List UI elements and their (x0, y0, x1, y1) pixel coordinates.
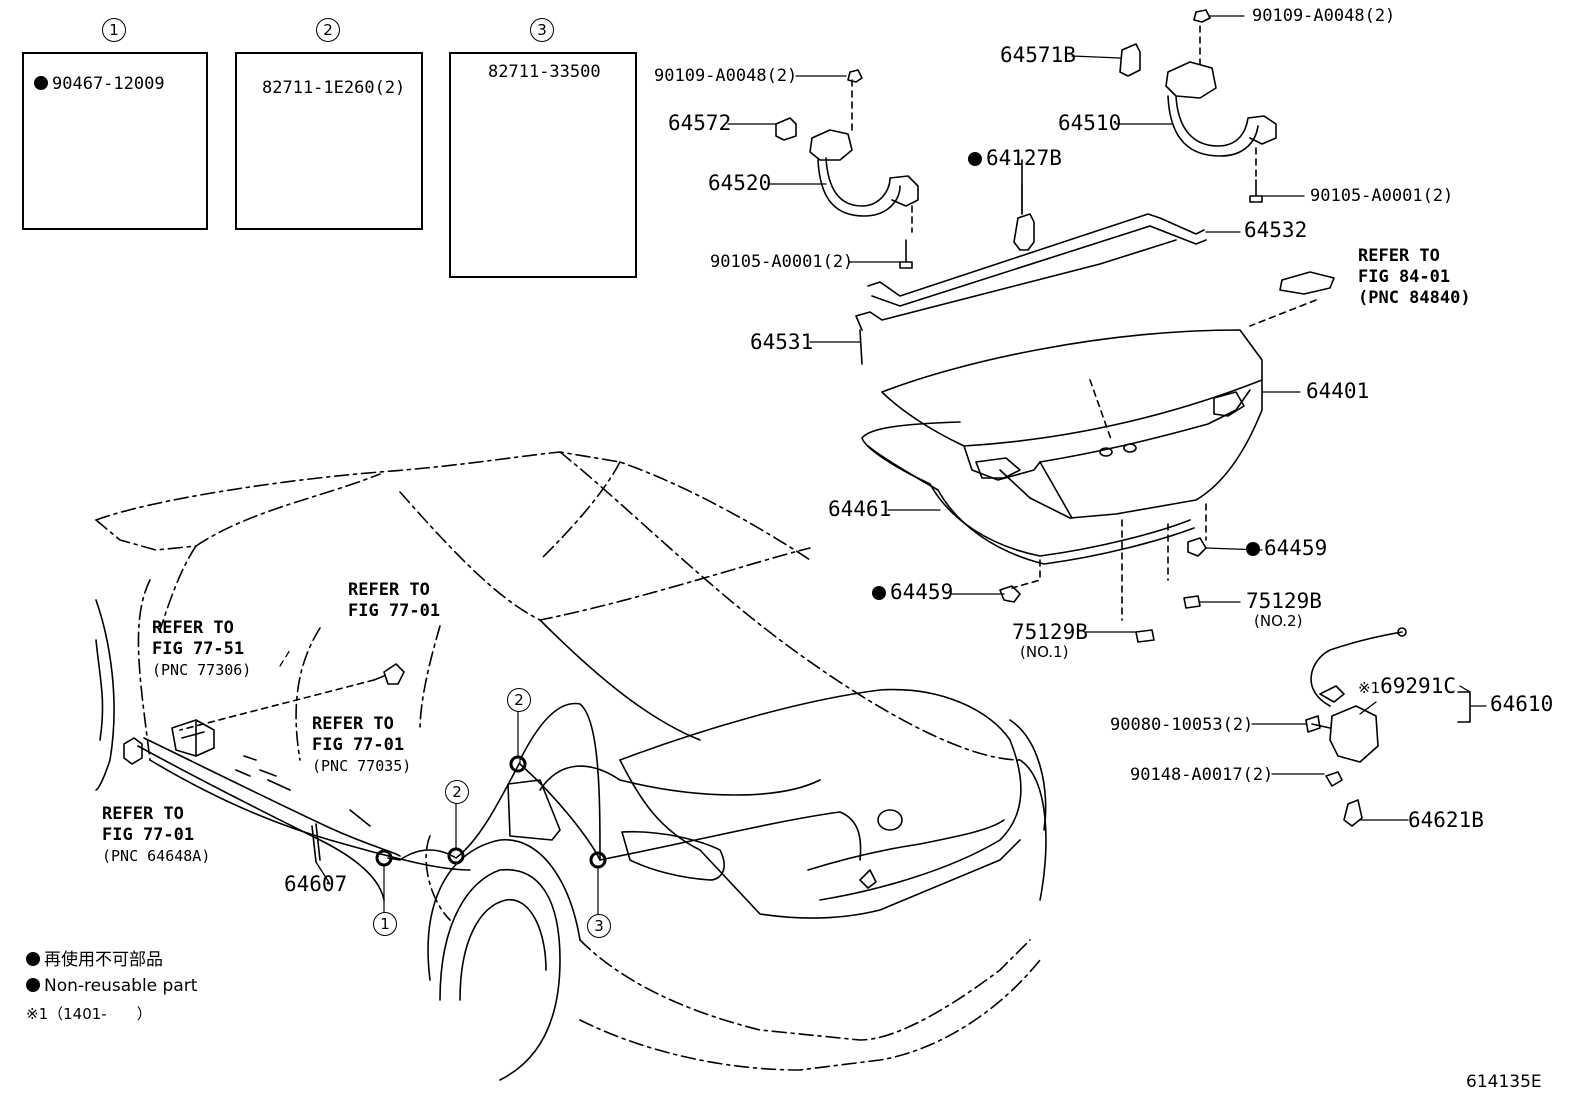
non-reusable-dot-icon (26, 978, 40, 992)
label-64610: 64610 (1490, 692, 1554, 716)
label-64459-left-text: 64459 (890, 580, 954, 604)
label-75129B-no2: 75129B (1246, 589, 1322, 613)
inset-2-part-number: 82711-1E260(2) (262, 78, 406, 98)
label-64510: 64510 (1058, 111, 1122, 135)
ref-line: FIG 77-01 (348, 601, 441, 621)
label-75129B-no1-sub: (NO.1) (1020, 643, 1069, 661)
label-64127B: 64127B (968, 146, 1062, 170)
inset-box-3 (449, 52, 637, 278)
inset-box-1 (22, 52, 208, 230)
inset-number-3: 3 (530, 18, 554, 42)
label-90109-left: 90109-A0048(2) (654, 66, 798, 86)
non-reusable-dot-icon (1246, 542, 1260, 556)
callout-1: 1 (373, 912, 397, 936)
clip-markers (375, 755, 607, 869)
non-reusable-dot-icon (968, 152, 982, 166)
label-90148: 90148-A0017(2) (1130, 765, 1274, 785)
ref-line: FIG 84-01 (1358, 267, 1451, 287)
label-64607: 64607 (284, 872, 348, 896)
ref-fig-84-01[interactable]: REFER TO FIG 84-01 (PNC 84840) (1358, 246, 1471, 309)
ref-line: REFER TO (348, 580, 430, 600)
hinge-64510-drawing (1119, 9, 1277, 203)
ref-line: REFER TO (1358, 246, 1440, 266)
legend-en-text: Non-reusable part (44, 976, 198, 996)
label-64532: 64532 (1244, 218, 1308, 242)
ref-line: FIG 77-51 (152, 639, 245, 659)
label-69291C: ※169291C (1358, 676, 1456, 698)
label-90109-top: 90109-A0048(2) (1252, 6, 1396, 26)
ref-fig-77-01-left[interactable]: REFER TO FIG 77-01 (PNC 64648A) (102, 804, 210, 867)
hinge-64520-drawing (775, 69, 919, 269)
inset-number-1: 1 (102, 18, 126, 42)
label-64621B: 64621B (1408, 808, 1484, 832)
inset-1-part-number: 90467-12009 (34, 74, 165, 94)
label-64127B-text: 64127B (986, 146, 1062, 170)
reference-mark-icon: ※1 (1358, 679, 1381, 697)
weatherstrip-drawing (861, 421, 1195, 565)
label-64461: 64461 (828, 497, 892, 521)
label-69291C-text: 69291C (1380, 674, 1456, 698)
legend-jp-text: 再使用不可部品 (44, 950, 163, 970)
ref-fig-77-01-top[interactable]: REFER TO FIG 77-01 (348, 580, 440, 622)
legend-note: ※1（1401- ） (26, 1005, 152, 1023)
label-75129B-no2-sub: (NO.2) (1254, 612, 1303, 630)
inset-number-2: 2 (316, 18, 340, 42)
label-64531: 64531 (750, 330, 814, 354)
clip-64127B-drawing (1013, 159, 1035, 251)
non-reusable-dot-icon (34, 76, 48, 90)
ref-line: REFER TO (152, 618, 234, 638)
cushion-drawing (999, 537, 1207, 643)
callout-leaders (383, 711, 599, 915)
car-body-drawing (95, 451, 1047, 1081)
figure-id: 614135E (1466, 1072, 1542, 1092)
inset-box-2 (235, 52, 423, 230)
luggage-lid-drawing (881, 329, 1263, 519)
label-64459-right: 64459 (1246, 536, 1328, 560)
opener-cables-drawing (137, 702, 1047, 901)
ref-line: REFER TO (102, 804, 184, 824)
legend-en: Non-reusable part (26, 976, 197, 996)
ref-fig-77-51[interactable]: REFER TO FIG 77-51 (PNC 77306) (152, 618, 251, 681)
label-64571B: 64571B (1000, 43, 1076, 67)
label-64401: 64401 (1306, 379, 1370, 403)
label-64520: 64520 (708, 171, 772, 195)
callout-2a: 2 (445, 780, 469, 804)
lid-leaders (1011, 503, 1207, 621)
label-75129B-no1: 75129B (1012, 620, 1088, 644)
non-reusable-dot-icon (26, 952, 40, 966)
light-84840-drawing (1249, 271, 1335, 327)
callout-3: 3 (587, 914, 611, 938)
ref-fig-77-01-mid[interactable]: REFER TO FIG 77-01 (PNC 77035) (312, 714, 411, 777)
ref-line: FIG 77-01 (312, 735, 405, 755)
ref-line: (PNC 84840) (1358, 288, 1471, 308)
release-handle-drawing (123, 663, 405, 863)
torsion-bars-drawing (855, 213, 1207, 365)
label-64572: 64572 (668, 111, 732, 135)
ref-line: (PNC 64648A) (102, 847, 211, 865)
label-90105-right: 90105-A0001(2) (1310, 186, 1454, 206)
lock-64610-drawing (1305, 627, 1471, 827)
ref-line: REFER TO (312, 714, 394, 734)
callout-2b: 2 (507, 688, 531, 712)
inset-3-part-number: 82711-33500 (488, 62, 601, 82)
legend-jp: 再使用不可部品 (26, 950, 163, 970)
ref-line: (PNC 77306) (152, 661, 252, 679)
ref-line: FIG 77-01 (102, 825, 195, 845)
inset-1-part-text: 90467-12009 (52, 74, 165, 94)
non-reusable-dot-icon (872, 586, 886, 600)
ref-line: (PNC 77035) (312, 757, 412, 775)
label-90105-left: 90105-A0001(2) (710, 252, 854, 272)
label-64459-left: 64459 (872, 580, 954, 604)
label-90080: 90080-10053(2) (1110, 715, 1254, 735)
label-64459-right-text: 64459 (1264, 536, 1328, 560)
